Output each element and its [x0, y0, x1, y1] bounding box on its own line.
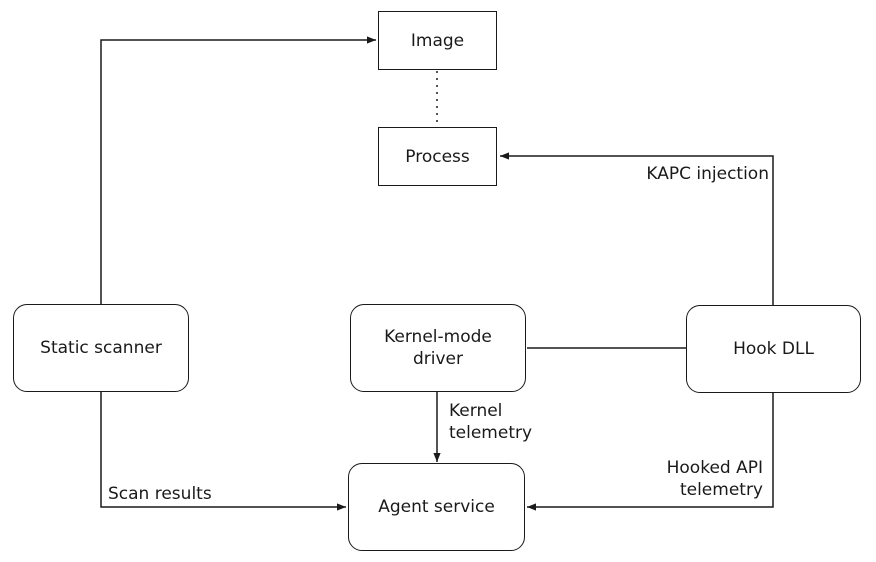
edge-label-kernel-telemetry-line2: telemetry: [449, 423, 533, 443]
node-static-scanner: Static scanner: [13, 304, 189, 392]
node-kernel-mode-driver: Kernel-mode driver: [350, 304, 526, 392]
edge-label-kapc-injection: KAPC injection: [646, 164, 769, 184]
edge-label-hooked-api-line2: telemetry: [679, 480, 763, 500]
edge-hookdll-to-agent: [527, 393, 774, 511]
edge-label-hooked-api-telemetry: Hooked API telemetry: [667, 457, 763, 501]
node-kernel-driver-line1: Kernel-mode: [384, 327, 492, 347]
node-image-label: Image: [410, 30, 465, 51]
edge-label-scan-results: Scan results: [108, 484, 212, 504]
node-process: Process: [378, 127, 497, 186]
edge-scanner-to-agent: [100, 392, 346, 511]
edge-hookdll-to-process: [500, 152, 774, 305]
edge-label-kernel-telemetry: Kernel telemetry: [449, 400, 532, 444]
node-kernel-driver-line2: driver: [412, 349, 463, 369]
node-static-scanner-label: Static scanner: [40, 338, 162, 358]
node-process-label: Process: [405, 146, 470, 167]
node-image: Image: [378, 11, 497, 70]
node-hook-dll: Hook DLL: [686, 305, 861, 393]
node-hook-dll-label: Hook DLL: [733, 339, 814, 359]
node-agent-service: Agent service: [348, 463, 525, 551]
edge-label-hooked-api-line1: Hooked API: [666, 458, 763, 478]
node-agent-service-label: Agent service: [378, 497, 495, 517]
edge-scanner-to-image: [100, 36, 376, 304]
edge-label-kernel-telemetry-line1: Kernel: [449, 401, 503, 421]
